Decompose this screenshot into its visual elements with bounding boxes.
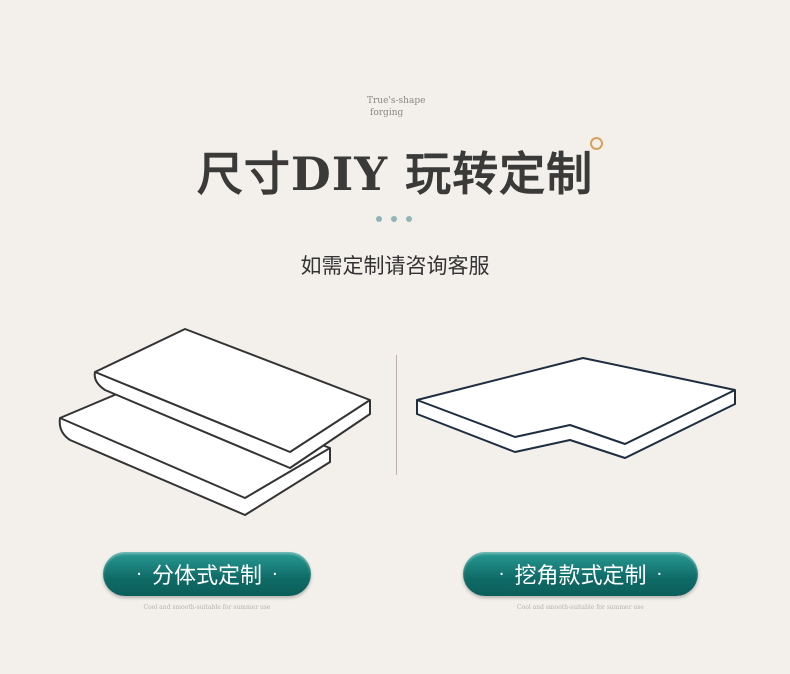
split-custom-caption: Cool and smooth-suitable for summer use: [143, 604, 271, 611]
tagline-line2: forging: [370, 108, 404, 118]
ring-decoration-icon: [590, 137, 603, 150]
bullet: ·: [656, 563, 663, 585]
split-mattress-icon: [58, 328, 371, 516]
dots-decoration: [376, 216, 412, 222]
page-title: 尺寸DIY 玩转定制: [196, 147, 594, 201]
split-custom-label: 分体式定制: [151, 564, 262, 589]
divider: [396, 355, 397, 475]
tagline: True's-shape forging: [367, 95, 425, 119]
bullet: ·: [498, 563, 505, 585]
tagline-line1: True's-shape: [367, 96, 426, 106]
bullet: ·: [136, 563, 142, 585]
corner-custom-caption: Cool and smooth-suitable for summer use: [517, 604, 644, 611]
split-custom-button[interactable]: · 分体式定制 ·: [103, 552, 311, 596]
corner-custom-label: 挖角款式定制: [514, 564, 647, 589]
cut-corner-mattress-icon: [416, 357, 736, 459]
subtitle: 如需定制请咨询客服: [300, 254, 490, 278]
bullet: ·: [272, 563, 278, 585]
corner-custom-button[interactable]: · 挖角款式定制 ·: [463, 552, 698, 596]
